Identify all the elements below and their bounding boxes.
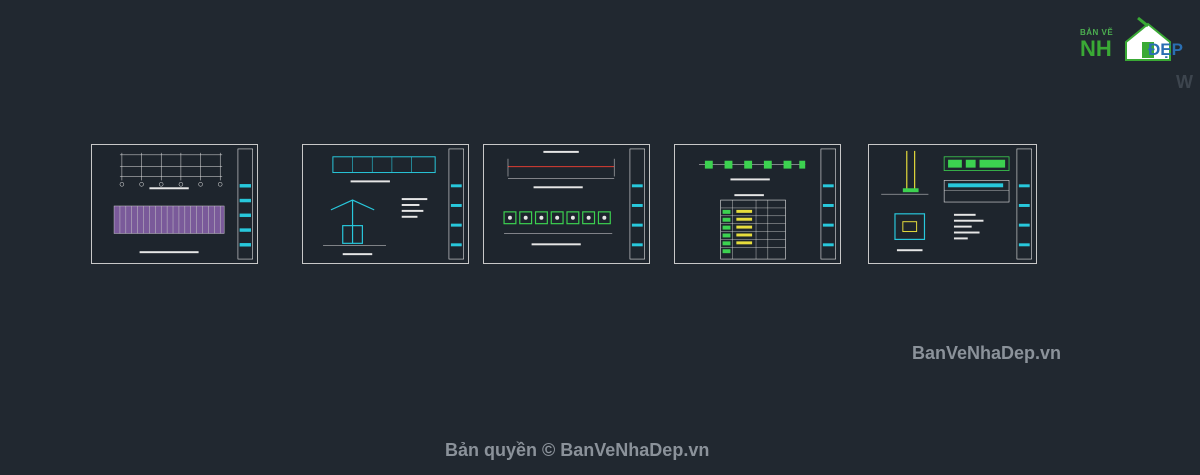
drawing-sheet-2[interactable] [302, 144, 469, 264]
drawing-sheet-3[interactable] [483, 144, 650, 264]
edge-letter: W [1176, 72, 1193, 92]
sheet-3-drawing [503, 148, 645, 260]
logo-accent-text: ĐẸP [1148, 40, 1183, 59]
sheet-2-drawing [323, 148, 464, 260]
drawing-sheet-1[interactable] [91, 144, 258, 264]
house-logo-icon [1125, 16, 1171, 61]
copyright-text: Bản quyền © BanVeNhaDep.vn [445, 440, 710, 460]
drawing-sheet-5[interactable] [868, 144, 1037, 264]
sheet-5-drawing [881, 148, 1032, 260]
logo-small-text: BẢN VẼ [1080, 28, 1114, 37]
sheet-4-drawing [698, 148, 836, 260]
sheet-1-drawing [113, 148, 253, 260]
watermark-text: BanVeNhaDep.vn [912, 343, 1062, 363]
logo-main-text: NH [1080, 36, 1112, 61]
drawing-sheet-4[interactable] [674, 144, 841, 264]
